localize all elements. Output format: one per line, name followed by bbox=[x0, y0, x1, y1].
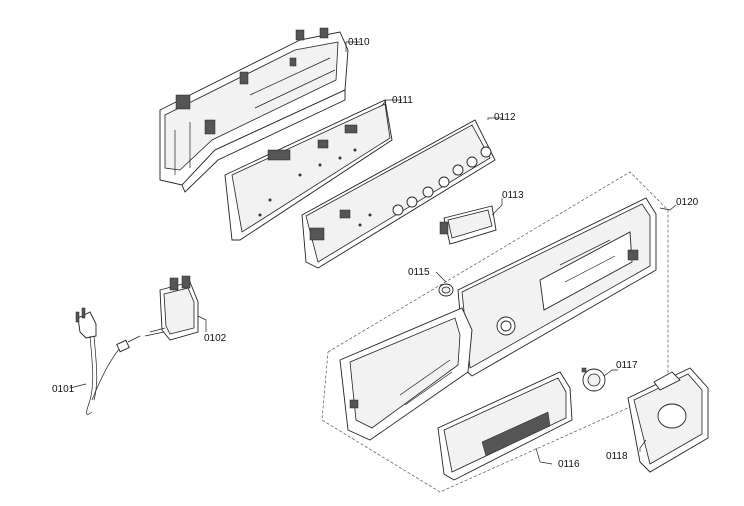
leader-lines bbox=[69, 41, 677, 465]
part-knob-0115 bbox=[438, 283, 454, 297]
part-drawer-housing bbox=[339, 307, 473, 441]
part-knob-0117 bbox=[581, 367, 606, 392]
callout-0112: 0112 bbox=[494, 112, 516, 123]
part-display-0113 bbox=[439, 205, 497, 245]
callout-0111: 0111 bbox=[392, 95, 413, 106]
callout-0120: 0120 bbox=[676, 197, 699, 208]
callout-0102: 0102 bbox=[204, 333, 227, 344]
callout-0115: 0115 bbox=[408, 267, 430, 278]
callout-0116: 0116 bbox=[558, 459, 580, 470]
part-fascia-0120 bbox=[457, 197, 657, 377]
part-pcb-0112 bbox=[301, 119, 496, 269]
part-drawer-front-0116 bbox=[437, 371, 573, 481]
part-frame-0110 bbox=[159, 27, 349, 193]
callout-0117: 0117 bbox=[616, 360, 638, 371]
callout-0110: 0110 bbox=[348, 37, 370, 48]
callout-0118: 0118 bbox=[606, 451, 628, 462]
callout-0101: 0101 bbox=[52, 384, 75, 395]
callout-0113: 0113 bbox=[502, 190, 524, 201]
part-cover-0118 bbox=[627, 367, 709, 473]
part-power-cord-0101 bbox=[75, 307, 141, 415]
part-pcb-0111 bbox=[224, 99, 393, 241]
part-filter-0102 bbox=[144, 275, 199, 341]
